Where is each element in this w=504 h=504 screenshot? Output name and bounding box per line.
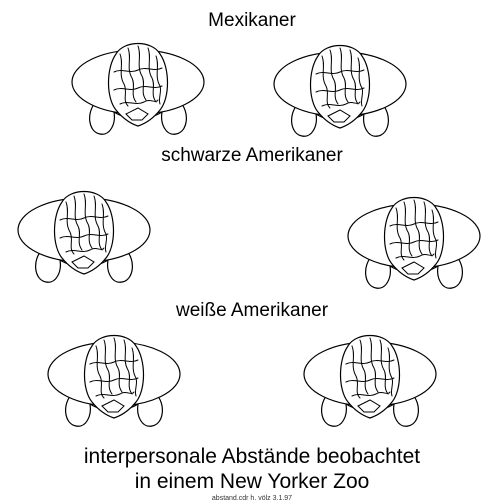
person-mexikaner-left — [72, 44, 204, 135]
credit-text: abstand.cdr h. völz 3.1.97 — [0, 494, 504, 503]
caption-line-1: interpersonale Abstände beobachtet — [0, 444, 504, 469]
person-weisse-amerikaner-right — [304, 336, 436, 427]
person-schwarze-amerikaner-left — [18, 192, 150, 283]
person-mexikaner-right — [274, 46, 406, 137]
person-weisse-amerikaner-left — [48, 336, 180, 427]
person-schwarze-amerikaner-right — [348, 198, 480, 289]
caption-line-2: in einem New Yorker Zoo — [0, 469, 504, 494]
